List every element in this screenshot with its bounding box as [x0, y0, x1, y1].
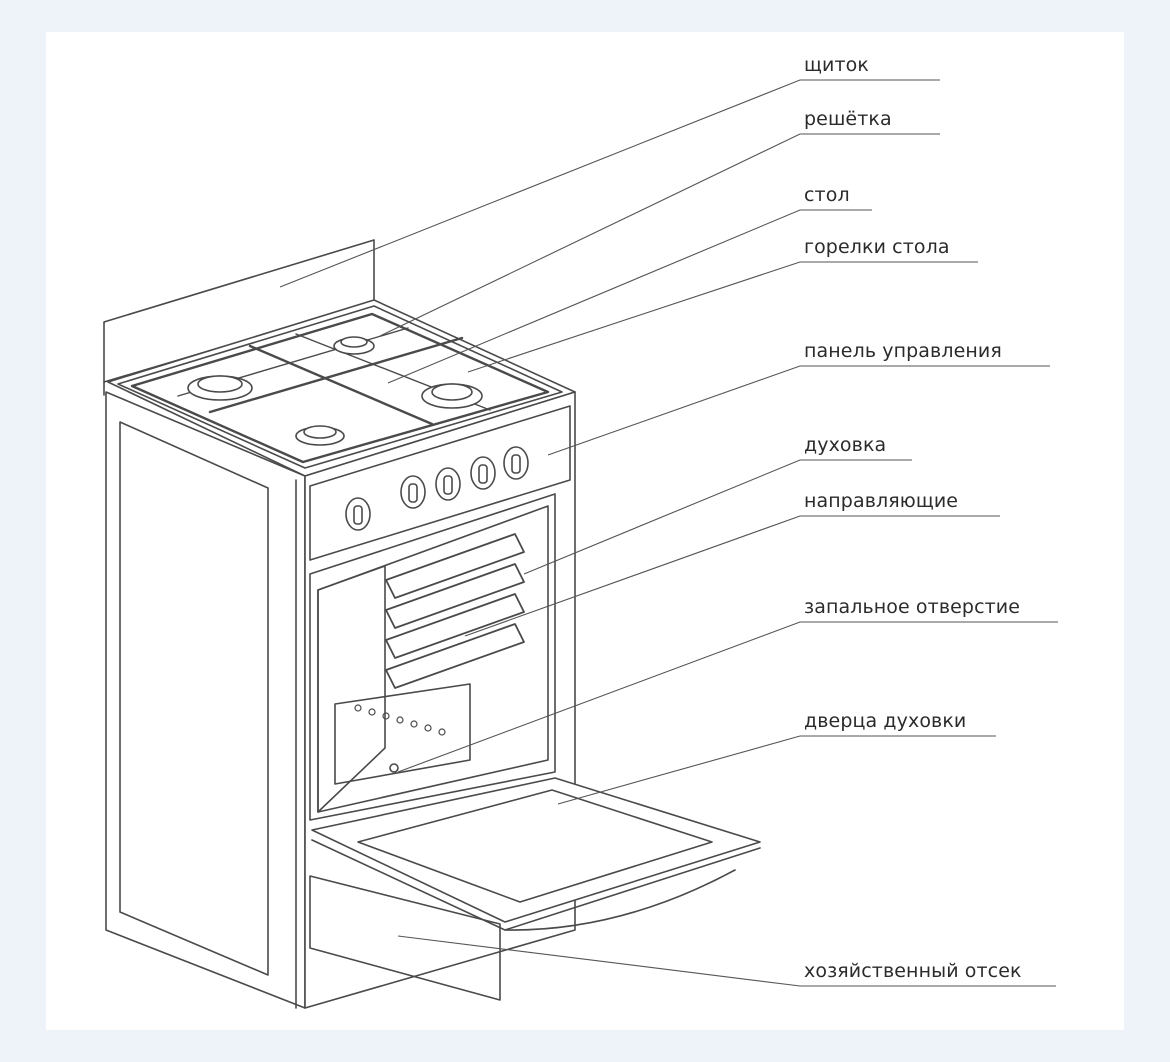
- label-table: стол: [804, 184, 850, 206]
- label-oven-door: дверца духовки: [804, 710, 967, 732]
- label-oven: духовка: [804, 434, 887, 456]
- burners-part: [187, 336, 483, 446]
- leader-lines: [279, 79, 1058, 987]
- oven-part: [309, 493, 556, 821]
- storage-part: [309, 875, 501, 1001]
- label-guides: направляющие: [804, 490, 959, 512]
- body-side: [105, 391, 306, 1009]
- guides-part: [385, 533, 525, 689]
- label-burners: горелки стола: [804, 236, 950, 258]
- label-ignition-hole: запальное отверстие: [804, 596, 1021, 618]
- oven-floor: [334, 683, 471, 785]
- label-shield: щиток: [804, 54, 869, 76]
- control-panel-part: [309, 405, 571, 561]
- oven-door-part: [311, 777, 761, 931]
- knobs: [345, 446, 529, 531]
- label-storage: хозяйственный отсек: [804, 960, 1022, 982]
- label-grate: решётка: [804, 108, 892, 130]
- label-control-panel: панель управления: [804, 340, 1002, 362]
